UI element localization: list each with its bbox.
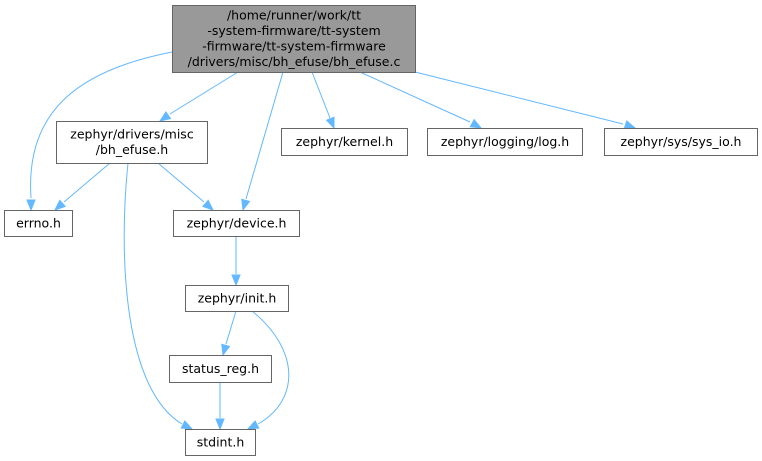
edge-line [30, 51, 173, 199]
node-label: -system-firmware/tt-system [207, 23, 380, 38]
edge-bh-efuse-h-to-stdint-h [123, 162, 194, 430]
node-label: stdint.h [197, 434, 245, 449]
node-label: zephyr/init.h [198, 290, 277, 305]
arrowhead [325, 116, 335, 130]
edge-line [251, 310, 290, 425]
node-box [185, 285, 289, 312]
node-box [427, 128, 583, 156]
edge-line [359, 71, 471, 123]
edge-root-to-device-h [241, 71, 284, 212]
arrowhead [180, 420, 194, 430]
edge-init-h-to-stdint-h [246, 310, 290, 430]
node-label: zephyr/drivers/misc [70, 127, 194, 142]
arrowhead [158, 111, 172, 122]
node-label: errno.h [16, 215, 61, 230]
arrowhead [469, 118, 483, 129]
node-box [172, 5, 416, 73]
edge-bh-efuse-h-to-errno-h [53, 162, 111, 211]
edge-device-h-to-init-h [231, 236, 241, 287]
edge-line [169, 71, 239, 115]
node-bh-efuse-h[interactable]: zephyr/drivers/misc/bh_efuse.h [56, 121, 208, 164]
edge-bh-efuse-h-to-device-h [157, 162, 215, 211]
edge-root-to-log-h [359, 71, 483, 129]
edge-root-to-bh-efuse-h [158, 71, 239, 122]
arrowhead [623, 120, 637, 130]
edge-line [225, 310, 237, 345]
arrowhead [231, 274, 241, 287]
arrowhead [241, 198, 251, 212]
node-label: /drivers/misc/bh_efuse/bh_efuse.c [188, 54, 401, 69]
edge-line [245, 71, 284, 200]
edge-root-to-kernel-h [311, 71, 335, 130]
edge-init-h-to-status-reg-h [221, 310, 237, 357]
edges-layer [26, 51, 637, 431]
node-label: status_reg.h [182, 361, 259, 376]
edge-line [63, 162, 111, 203]
edge-line [311, 71, 331, 119]
node-status-reg-h[interactable]: status_reg.h [169, 355, 272, 383]
node-device-h[interactable]: zephyr/device.h [173, 210, 300, 237]
node-errno-h[interactable]: errno.h [4, 210, 73, 237]
arrowhead [246, 420, 260, 430]
root-file-node: /home/runner/work/tt-system-firmware/tt-… [172, 5, 416, 73]
arrowhead [202, 199, 215, 211]
nodes-layer: /home/runner/work/tt-system-firmware/tt-… [4, 5, 758, 456]
node-box [4, 210, 73, 237]
edge-root-to-sys-io-h [414, 71, 637, 130]
arrowhead [53, 199, 66, 211]
edge-line [123, 162, 183, 425]
node-box [604, 128, 758, 156]
arrowhead [221, 343, 231, 357]
node-label: /bh_efuse.h [96, 142, 168, 157]
node-box [56, 121, 208, 164]
edge-line [414, 71, 624, 125]
node-label: -firmware/tt-system-firmware [202, 39, 386, 54]
node-stdint-h[interactable]: stdint.h [185, 429, 256, 456]
arrowhead [26, 199, 36, 212]
node-box [169, 355, 272, 383]
edge-root-to-errno-h [26, 51, 173, 212]
arrowhead [215, 418, 225, 431]
node-log-h[interactable]: zephyr/logging/log.h [427, 128, 583, 156]
node-label: zephyr/logging/log.h [441, 134, 569, 149]
node-label: zephyr/device.h [187, 215, 287, 230]
node-box [185, 429, 256, 456]
node-label: /home/runner/work/tt [227, 8, 361, 23]
node-label: zephyr/kernel.h [296, 134, 393, 149]
edge-status-reg-h-to-stdint-h [215, 382, 225, 431]
node-box [173, 210, 300, 237]
node-label: zephyr/sys/sys_io.h [621, 134, 742, 149]
node-box [281, 128, 408, 156]
node-kernel-h[interactable]: zephyr/kernel.h [281, 128, 408, 156]
node-init-h[interactable]: zephyr/init.h [185, 285, 289, 312]
edge-line [157, 162, 205, 203]
node-sys-io-h[interactable]: zephyr/sys/sys_io.h [604, 128, 758, 156]
